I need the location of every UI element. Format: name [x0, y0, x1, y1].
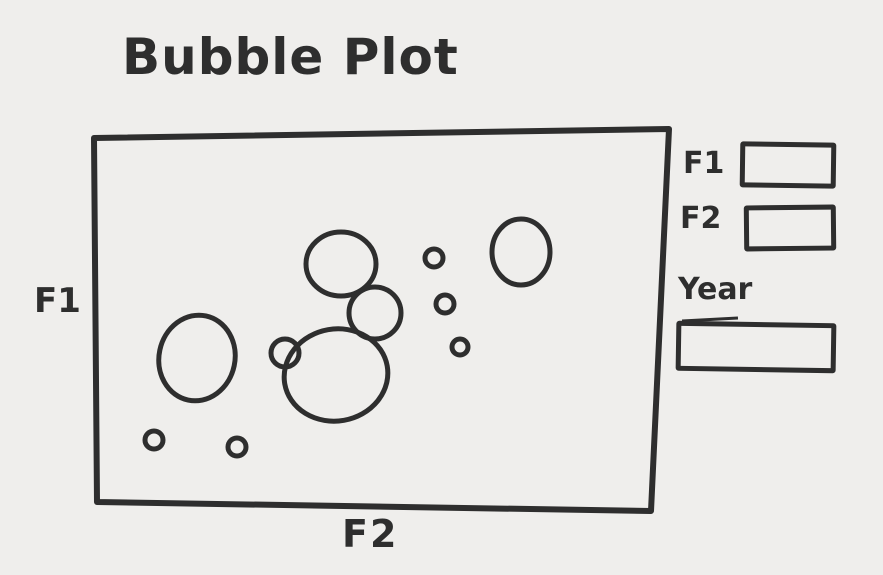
bubble[interactable] — [151, 308, 243, 408]
page-title: Bubble Plot — [122, 28, 459, 86]
bubble[interactable] — [449, 336, 471, 358]
f2-control-label: F2 — [680, 201, 722, 236]
bubble[interactable] — [422, 246, 446, 270]
f2-input[interactable] — [743, 204, 837, 252]
bubble[interactable] — [277, 321, 395, 430]
year-input[interactable] — [675, 320, 837, 374]
bubble[interactable] — [346, 284, 404, 342]
f1-control-label: F1 — [683, 146, 725, 181]
plot-frame — [91, 126, 672, 514]
bubble[interactable] — [142, 428, 166, 452]
bubble[interactable] — [489, 216, 553, 288]
x-axis-label: F2 — [342, 512, 399, 556]
f1-input[interactable] — [739, 141, 837, 189]
year-control-label: Year — [678, 272, 753, 307]
bubble[interactable] — [225, 435, 249, 459]
y-axis-label: F1 — [34, 281, 81, 321]
bubble[interactable] — [303, 229, 379, 299]
bubble[interactable] — [433, 292, 457, 316]
